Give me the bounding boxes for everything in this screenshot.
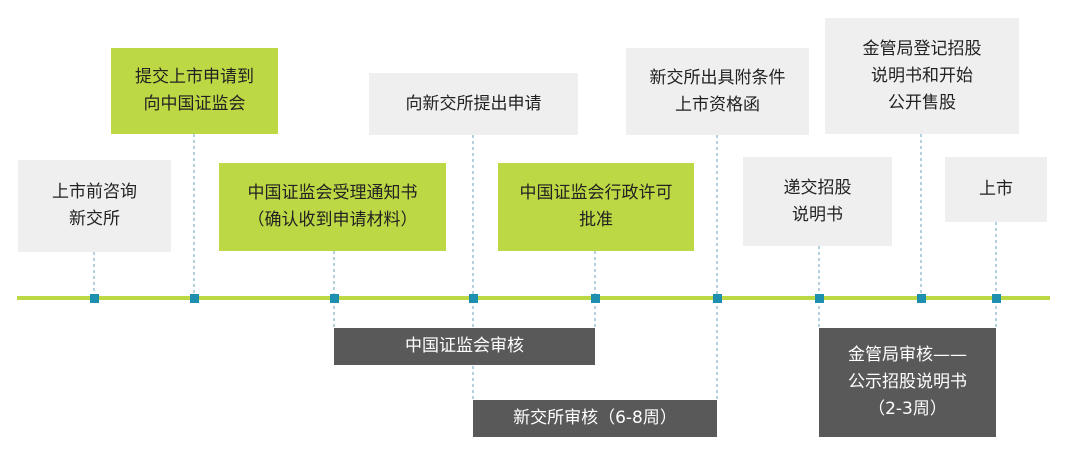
milestone-mas-registration-public-offer: 金管局登记招股 说明书和开始 公开售股 xyxy=(825,18,1019,134)
timeline-marker-prospectus xyxy=(815,294,824,303)
phase-csrc-review: 中国证监会审核 xyxy=(334,328,595,365)
timeline-marker-mas-register xyxy=(917,294,926,303)
timeline-marker-listing xyxy=(992,294,1001,303)
timeline-axis xyxy=(17,296,1050,300)
milestone-apply-to-sgx: 向新交所提出申请 xyxy=(369,73,578,135)
timeline-marker-submit xyxy=(190,294,199,303)
milestone-csrc-acceptance-notice: 中国证监会受理通知书 （确认收到申请材料） xyxy=(219,163,446,251)
phase-mas-review: 金管局审核—— 公示招股说明书 （2-3周） xyxy=(819,328,996,437)
timeline-marker-csrc-approval xyxy=(591,294,600,303)
milestone-listing: 上市 xyxy=(945,157,1047,222)
timeline-marker-sgx-letter xyxy=(713,294,722,303)
milestone-submit-application-csrc: 提交上市申请到 向中国证监会 xyxy=(111,48,278,134)
timeline-marker-sgx-apply xyxy=(469,294,478,303)
timeline-marker-consult xyxy=(90,294,99,303)
milestone-submit-prospectus: 递交招股 说明书 xyxy=(743,157,892,246)
milestone-pre-listing-consultation: 上市前咨询 新交所 xyxy=(18,160,171,252)
timeline-marker-csrc-notice xyxy=(330,294,339,303)
milestone-sgx-conditional-eligibility-letter: 新交所出具附条件 上市资格函 xyxy=(626,48,809,135)
milestone-csrc-administrative-approval: 中国证监会行政许可 批准 xyxy=(498,163,694,251)
phase-sgx-review: 新交所审核（6-8周） xyxy=(473,400,717,437)
